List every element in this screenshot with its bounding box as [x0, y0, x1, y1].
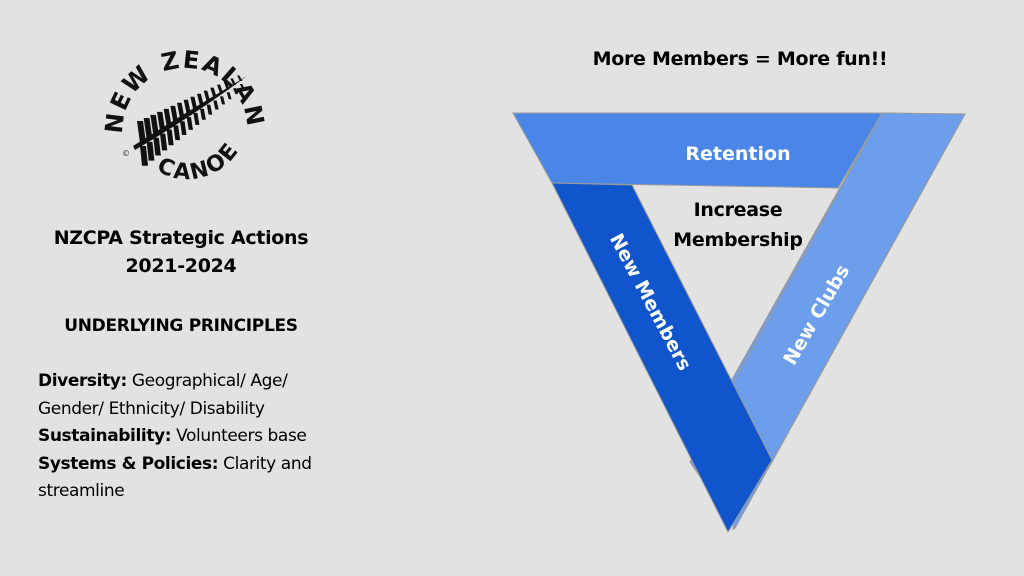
title-line-1: NZCPA Strategic Actions [53, 227, 309, 249]
center-label-line-1: Increase [693, 199, 783, 221]
fern-frond [210, 87, 217, 98]
band-retention [512, 112, 883, 189]
fern-frond [203, 90, 211, 102]
fern-frond [166, 129, 174, 146]
fern-frond [213, 100, 219, 110]
fern-frond [177, 102, 185, 119]
fern-frond [173, 125, 181, 141]
fern-frond [230, 78, 236, 86]
fern-frond [223, 81, 230, 90]
principle-text: Volunteers base [171, 426, 307, 446]
band-new-members [551, 182, 773, 534]
fern-frond [186, 117, 193, 130]
fern-frond [150, 114, 159, 135]
silver-fern-icon [133, 75, 247, 166]
band-new-clubs-main [689, 112, 966, 529]
principle-text: Clarity and streamline [38, 453, 312, 502]
copyright-mark: © [122, 149, 130, 158]
fern-frond [220, 96, 226, 105]
principle-label: Systems & Policies: [38, 453, 219, 474]
fern-frond [240, 84, 245, 89]
fern-frond [157, 111, 166, 131]
principle-item: Sustainability: Volunteers base [38, 423, 338, 451]
fern-frond [153, 137, 161, 156]
principles-heading: UNDERLYING PRINCIPLES [64, 316, 298, 336]
fern-frond [217, 84, 224, 94]
nzcpa-logo: NEW ZEALAND CANOE POLO © [84, 0, 275, 198]
fern-frond [140, 146, 148, 166]
fern-frond [146, 141, 155, 161]
band-label-retention: Retention [685, 143, 790, 165]
logo-svg: NEW ZEALAND CANOE POLO © [84, 0, 268, 185]
page-title: NZCPA Strategic Actions 2021-2024 [20, 224, 342, 280]
tagline: More Members = More fun!! [592, 48, 888, 70]
fern-frond [226, 92, 232, 100]
principle-text: Geographical/ Age/ Gender/ Ethnicity/ Di… [38, 371, 288, 419]
center-label-line-2: Membership [673, 229, 803, 251]
fern-frond [190, 96, 198, 110]
fern-frond [233, 88, 238, 95]
fern-frond [193, 112, 200, 125]
fern-frond [160, 133, 168, 151]
principles-list: Diversity: Geographical/ Age/ Gender/ Et… [38, 368, 338, 506]
principle-item: Diversity: Geographical/ Age/ Gender/ Et… [38, 368, 338, 423]
fern-frond [163, 108, 172, 127]
center-label: Increase Membership [640, 195, 836, 255]
principle-item: Systems & Policies: Clarity and streamli… [38, 451, 338, 506]
fern-frond [183, 99, 191, 115]
fern-frond [137, 121, 146, 143]
fern-frond [197, 93, 204, 106]
principle-label: Diversity: [38, 371, 127, 391]
fern-frond [170, 105, 179, 123]
fern-frond [180, 121, 187, 136]
fern-frond [143, 117, 153, 139]
fern-frond [206, 104, 213, 115]
fern-frond [237, 75, 243, 81]
title-line-2: 2021-2024 [125, 255, 237, 277]
fern-frond [200, 108, 206, 120]
principle-label: Sustainability: [38, 426, 172, 446]
